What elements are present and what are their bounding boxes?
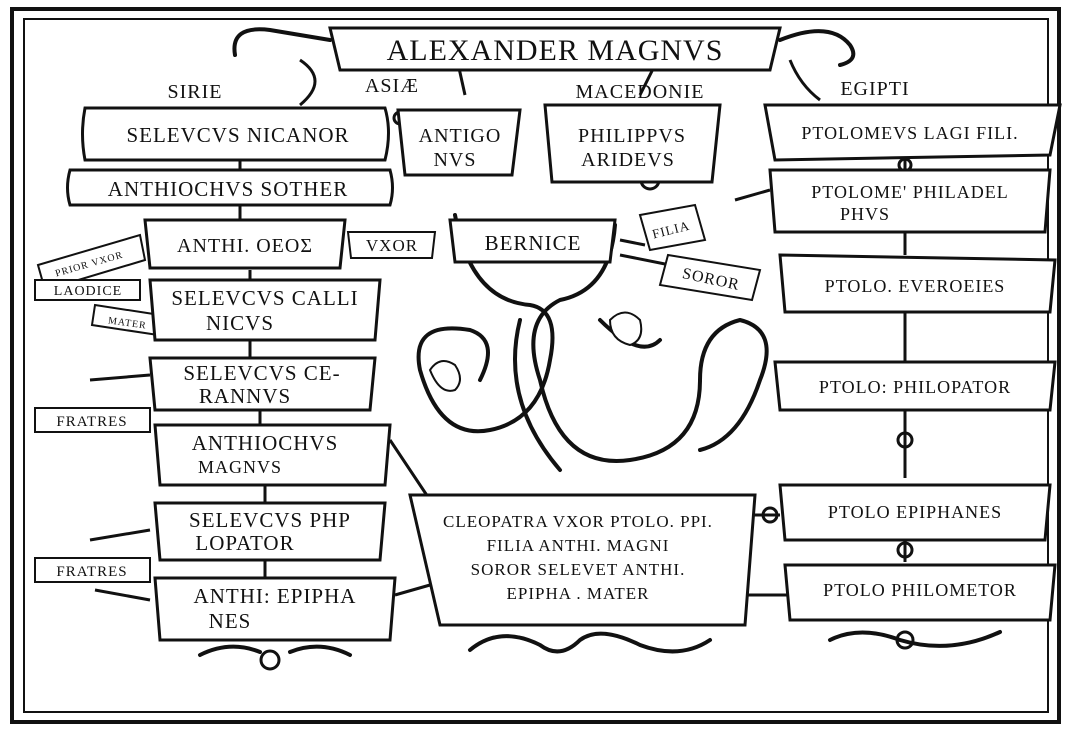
- chain-links: [89, 49, 915, 671]
- region-egipti: EGIPTI: [840, 78, 909, 100]
- label-anthiochus-magnus-1: ANTHIOCHVS: [192, 431, 339, 455]
- label-philippus-2: ARIDEVS: [581, 149, 675, 171]
- label-anthi-epiphanes-1: ANTHI: EPIPHA: [194, 584, 357, 608]
- hand-icon-right: [608, 311, 643, 347]
- label-cleopatra-1: CLEOPATRA VXOR PTOLO. PPI.: [443, 512, 713, 531]
- label-anthiochus-magnus-2: MAGNVS: [198, 457, 282, 477]
- label-seleucus-callinicus-1: SELEVCVS CALLI: [171, 286, 358, 310]
- label-fratres-2: FRATRES: [56, 564, 127, 580]
- region-asiae: ASIÆ: [365, 75, 419, 97]
- label-cleopatra-2: FILIA ANTHI. MAGNI: [487, 536, 670, 555]
- label-ptolo-euergetes: PTOLO. EVEROEIES: [825, 276, 1006, 296]
- label-fratres-1: FRATRES: [56, 414, 127, 430]
- label-anthiochus-sother: ANTHIOCHVS SOTHER: [108, 177, 348, 201]
- label-ptolomeus-lagi: PTOLOMEVS LAGI FILI.: [801, 123, 1018, 143]
- label-ptolo-philopator: PTOLO: PHILOPATOR: [819, 377, 1011, 397]
- scroll-boxes: [34, 103, 1062, 642]
- title-banner: [232, 26, 856, 72]
- label-laodice: LAODICE: [54, 284, 122, 299]
- label-philippus-1: PHILIPPVS: [578, 125, 686, 147]
- label-ptolome-philadelphus-2: PHVS: [840, 204, 890, 224]
- label-antigonus-1: ANTIGO: [419, 125, 502, 147]
- label-seleucus-philopator-1: SELEVCVS PHP: [189, 508, 351, 532]
- label-ptolo-epiphanes: PTOLO EPIPHANES: [828, 502, 1002, 522]
- label-cleopatra-4: EPIPHA . MATER: [507, 584, 650, 603]
- label-seleucus-ceraunus-1: SELEVCVS CE-: [183, 361, 340, 385]
- label-ptolome-philadelphus-1: PTOLOME' PHILADEL: [811, 182, 1008, 202]
- hand-icon-left: [428, 360, 461, 392]
- label-seleucus-ceraunus-2: RANNVS: [199, 384, 291, 408]
- label-seleucus-philopator-2: LOPATOR: [195, 531, 294, 555]
- region-macedonie: MACEDONIE: [576, 81, 705, 103]
- label-mater: MATER: [107, 315, 147, 331]
- label-uxor: VXOR: [366, 236, 418, 255]
- label-antigonus-2: NVS: [433, 149, 476, 171]
- bottom-ornaments: [198, 630, 1002, 657]
- label-ptolo-philometor: PTOLO PHILOMETOR: [823, 580, 1017, 600]
- label-anthi-theos: ANTHI. OEOΣ: [177, 235, 313, 257]
- label-cleopatra-3: SOROR SELEVET ANTHI.: [471, 560, 686, 579]
- label-bernice: BERNICE: [485, 231, 582, 255]
- label-anthi-epiphanes-2: NES: [209, 609, 252, 633]
- serpent-ornament: [416, 213, 769, 472]
- label-seleucus-nicanor: SELEVCVS NICANOR: [126, 123, 349, 147]
- label-seleucus-callinicus-2: NICVS: [206, 311, 274, 335]
- region-sirie: SIRIE: [168, 81, 223, 103]
- outer-border: [10, 7, 1061, 724]
- page-title: ALEXANDER MAGNVS: [387, 34, 724, 67]
